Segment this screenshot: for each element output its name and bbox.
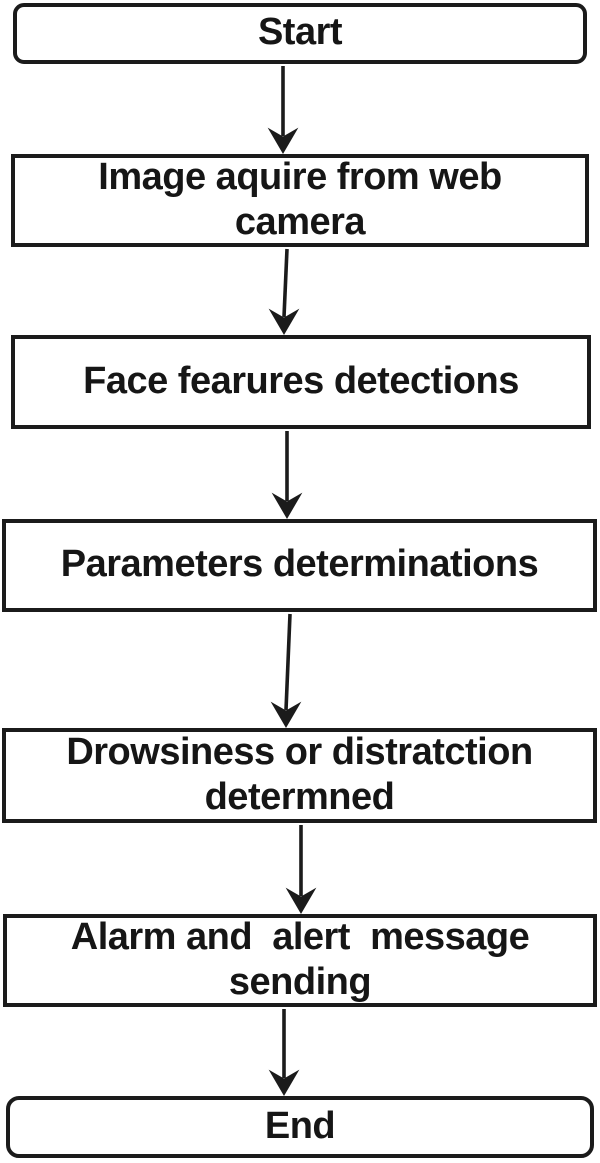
flow-node-parameters: Parameters determinations [2,519,597,612]
flow-node-alarm-label: Alarm and alert message sending [70,916,530,1003]
flow-node-alarm: Alarm and alert message sending [3,914,597,1007]
flow-node-drowsiness-label: Drowsiness or distratction determned [66,731,533,818]
arrow-parameters-to-drowsiness [270,613,302,728]
arrow-image-acquire-to-face-features [268,248,300,335]
arrow-alarm-to-end [268,1009,300,1096]
flow-node-parameters-label: Parameters determinations [60,543,539,586]
flow-node-start-label: Start [257,11,343,54]
flow-node-image-acquire: Image aquire from web camera [11,154,589,247]
flow-node-start: Start [13,3,587,64]
flow-node-drowsiness: Drowsiness or distratction determned [2,728,597,823]
arrow-face-features-to-parameters [271,431,303,519]
flow-node-image-acquire-label: Image aquire from web camera [98,156,502,243]
arrow-drowsiness-to-alarm [285,825,317,914]
flow-node-face-features: Face fearures detections [11,335,591,429]
flow-node-end: End [6,1096,594,1158]
flow-node-face-features-label: Face fearures detections [83,359,519,402]
flow-node-end-label: End [264,1104,336,1147]
arrow-start-to-image-acquire [267,66,299,154]
